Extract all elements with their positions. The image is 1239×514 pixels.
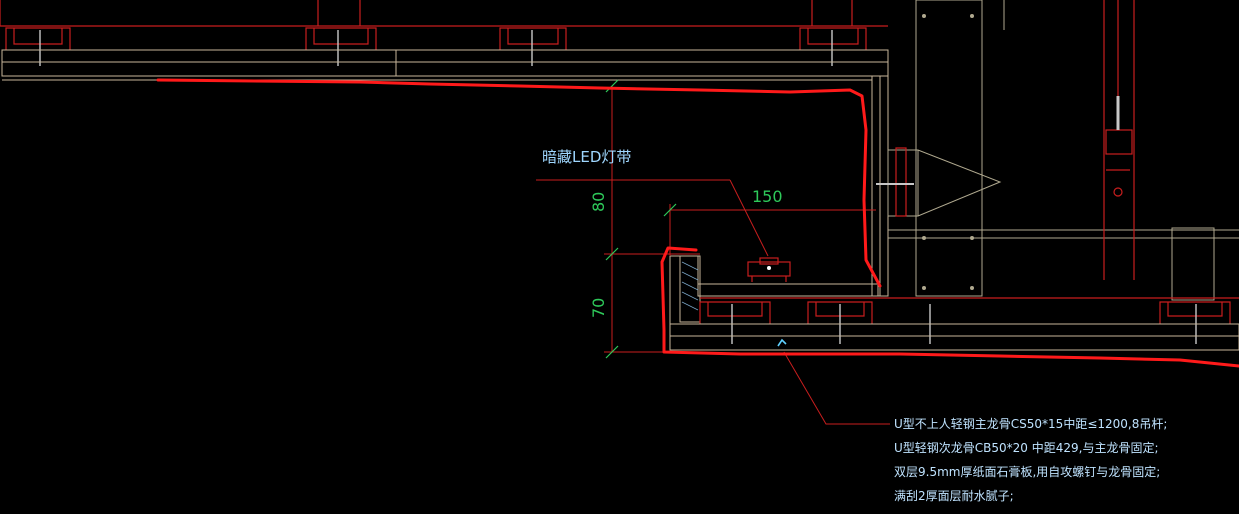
top-channel-profiles bbox=[0, 0, 888, 50]
dim-upper-label: 80 bbox=[589, 192, 608, 212]
led-fixture bbox=[747, 257, 791, 282]
lower-channel-profiles bbox=[699, 297, 1239, 324]
note-line: U型轻钢次龙骨CB50*20 中距429,与主龙骨固定; bbox=[894, 440, 1159, 455]
top-board-layers bbox=[1, 49, 889, 81]
dim-lower-label: 70 bbox=[589, 298, 608, 318]
cove-side-wall bbox=[871, 75, 889, 297]
leader-arrow-cyan bbox=[777, 338, 787, 347]
red-bracket-right bbox=[895, 0, 1135, 280]
led-bulb bbox=[767, 266, 771, 270]
right-column-structure bbox=[887, 0, 1239, 301]
dimension-ticks bbox=[605, 79, 677, 359]
note-line: 满刮2厚面层耐水腻子; bbox=[894, 489, 1014, 503]
cove-shelf bbox=[670, 255, 879, 323]
screws-top bbox=[39, 30, 833, 66]
led-label: 暗藏LED灯带 bbox=[542, 148, 631, 166]
lower-board-layers bbox=[669, 256, 1239, 351]
column-bolts bbox=[922, 14, 974, 290]
note-line: 双层9.5mm厚纸面石膏板,用自攻螺钉与龙骨固定; bbox=[894, 464, 1160, 479]
leader-lines bbox=[729, 179, 890, 425]
dimension-lines bbox=[536, 86, 876, 353]
cove-hatch bbox=[681, 261, 699, 311]
dim-width-label: 150 bbox=[752, 187, 783, 206]
note-line: U型不上人轻钢主龙骨CS50*15中距≤1200,8吊杆; bbox=[894, 416, 1167, 431]
construction-notes: U型不上人轻钢主龙骨CS50*15中距≤1200,8吊杆; U型轻钢次龙骨CB5… bbox=[894, 416, 1167, 503]
markup-outline bbox=[156, 78, 1239, 368]
